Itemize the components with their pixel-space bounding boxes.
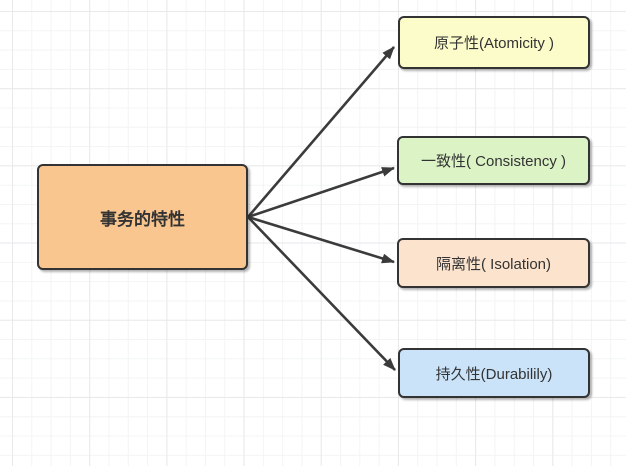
node-atomicity[interactable]: 原子性(Atomicity )	[398, 16, 590, 69]
arrow-root-to-consistency[interactable]	[247, 166, 395, 219]
node-consistency[interactable]: 一致性( Consistency )	[397, 136, 590, 185]
node-isolation[interactable]: 隔离性( Isolation)	[397, 238, 590, 288]
arrow-root-to-durability[interactable]	[247, 216, 396, 371]
arrow-root-to-isolation[interactable]	[247, 215, 395, 264]
node-atomicity-label: 原子性(Atomicity )	[433, 35, 554, 52]
node-consistency-label: 一致性( Consistency )	[420, 153, 567, 170]
node-transaction-properties[interactable]: 事务的特性	[37, 164, 248, 270]
node-isolation-label: 隔离性( Isolation)	[435, 255, 552, 273]
node-transaction-properties-label: 事务的特性	[100, 209, 185, 229]
node-durability-label: 持久性(Durabilily)	[435, 365, 553, 383]
node-durability[interactable]: 持久性(Durabilily)	[398, 348, 590, 398]
arrow-root-to-atomicity[interactable]	[247, 46, 395, 218]
